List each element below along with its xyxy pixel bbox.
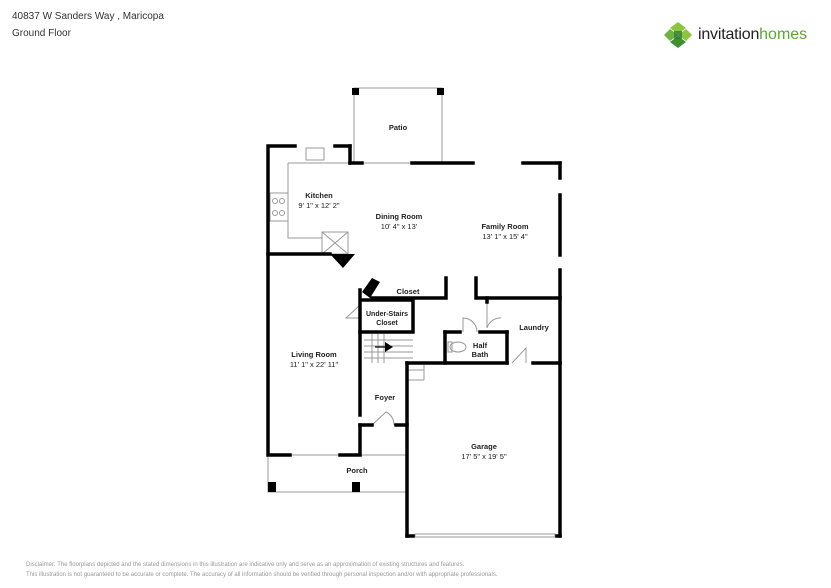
disclaimer-line-2: This illustration is not guaranteed to b…: [26, 572, 498, 578]
room-dims-living: 11' 1" x 22' 11": [290, 360, 339, 369]
room-dims-garage: 17' 5" x 19' 5": [461, 452, 507, 461]
invitation-homes-logo: invitationhomes: [664, 22, 807, 48]
walls: [266, 144, 562, 538]
property-address: 40837 W Sanders Way , Maricopa: [12, 11, 164, 22]
room-label-porch: Porch: [346, 466, 368, 475]
room-dims-kitchen: 9' 1" x 12' 2": [298, 201, 339, 210]
room-label-under-stairs-1: Under-Stairs: [366, 311, 408, 318]
room-label-family: Family Room: [481, 222, 528, 231]
floor-label: Ground Floor: [12, 28, 71, 39]
room-label-dining: Dining Room: [376, 212, 423, 221]
logo-word-invitation: invitation: [698, 26, 760, 43]
room-label-under-stairs-2: Closet: [376, 320, 398, 327]
logo-word-homes: homes: [759, 26, 808, 43]
room-label-patio: Patio: [389, 123, 408, 132]
room-label-half-bath-1: Half: [473, 341, 488, 350]
room-label-garage: Garage: [471, 442, 497, 451]
disclaimer-line-1: Disclaimer: The floorplans depicted and …: [26, 562, 465, 568]
room-label-laundry: Laundry: [519, 323, 549, 332]
room-label-living: Living Room: [291, 350, 337, 359]
room-dims-family: 13' 1" x 15' 4": [482, 232, 528, 241]
room-label-closet: Closet: [397, 287, 420, 296]
room-dims-dining: 10' 4" x 13': [381, 222, 418, 231]
room-label-half-bath-2: Bath: [472, 350, 489, 359]
logo-mark-icon: [664, 22, 692, 48]
room-label-kitchen: Kitchen: [305, 191, 333, 200]
wall-fills: [268, 88, 444, 492]
room-label-foyer: Foyer: [375, 393, 396, 402]
